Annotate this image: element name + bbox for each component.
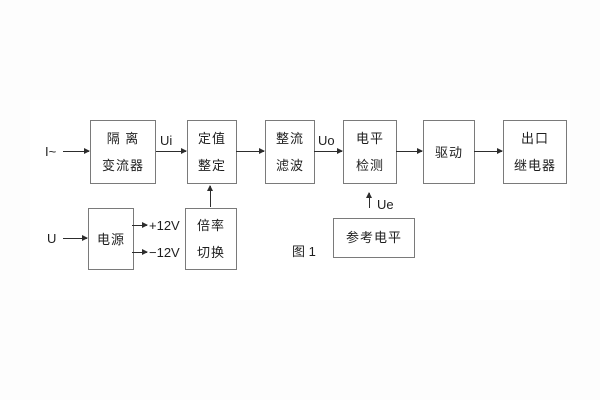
block-reference-level: 参考电平 (333, 218, 415, 258)
arrow-input-voltage-icon (63, 235, 88, 241)
arrow-setting-to-rectifier-icon (236, 148, 265, 154)
block-setting-adjust: 定值 整定 (187, 120, 237, 184)
block-label: 隔 离 (106, 131, 140, 146)
block-label: 电源 (96, 231, 125, 247)
block-label: 继电器 (513, 158, 556, 173)
label-uo: Uo (318, 133, 335, 148)
block-label: 驱动 (434, 144, 463, 160)
block-label: 滤波 (275, 158, 304, 173)
block-label: 电平 (355, 131, 384, 146)
figure-caption: 图 1 (292, 244, 316, 259)
block-label: 出口 (520, 131, 549, 146)
arrow-ratio-to-setting-icon (207, 185, 213, 207)
arrow-input-current-icon (63, 148, 90, 154)
block-power-supply: 电源 (88, 208, 134, 270)
arrow-rectifier-to-level-icon (314, 148, 343, 154)
block-isolation-transformer: 隔 离 变流器 (90, 120, 156, 184)
block-driver: 驱动 (423, 120, 475, 184)
arrow-reference-to-level-icon (366, 192, 372, 208)
block-label: 整定 (197, 158, 226, 173)
label-input-current: I~ (45, 144, 57, 159)
block-ratio-switch: 倍率 切换 (185, 208, 237, 270)
block-label: 倍率 (196, 218, 225, 233)
block-label: 定值 (197, 131, 226, 146)
label-plus-rail: +12V (149, 218, 180, 233)
block-level-detect: 电平 检测 (343, 120, 397, 184)
label-ue: Ue (377, 197, 394, 212)
label-ui: Ui (160, 133, 173, 148)
block-label: 变流器 (101, 158, 144, 173)
block-label: 检测 (355, 158, 384, 173)
block-output-relay: 出口 继电器 (503, 120, 567, 184)
label-input-voltage: U (47, 231, 57, 246)
arrow-plus-rail-icon (132, 222, 148, 228)
arrow-driver-to-relay-icon (474, 148, 503, 154)
label-minus-rail: −12V (149, 245, 180, 260)
block-label: 切换 (196, 245, 225, 260)
block-label: 整流 (275, 131, 304, 146)
block-rectifier-filter: 整流 滤波 (265, 120, 315, 184)
block-label: 参考电平 (345, 230, 402, 245)
arrow-isolation-to-setting-icon (156, 148, 187, 154)
arrow-minus-rail-icon (132, 249, 148, 255)
arrow-level-to-driver-icon (396, 148, 423, 154)
